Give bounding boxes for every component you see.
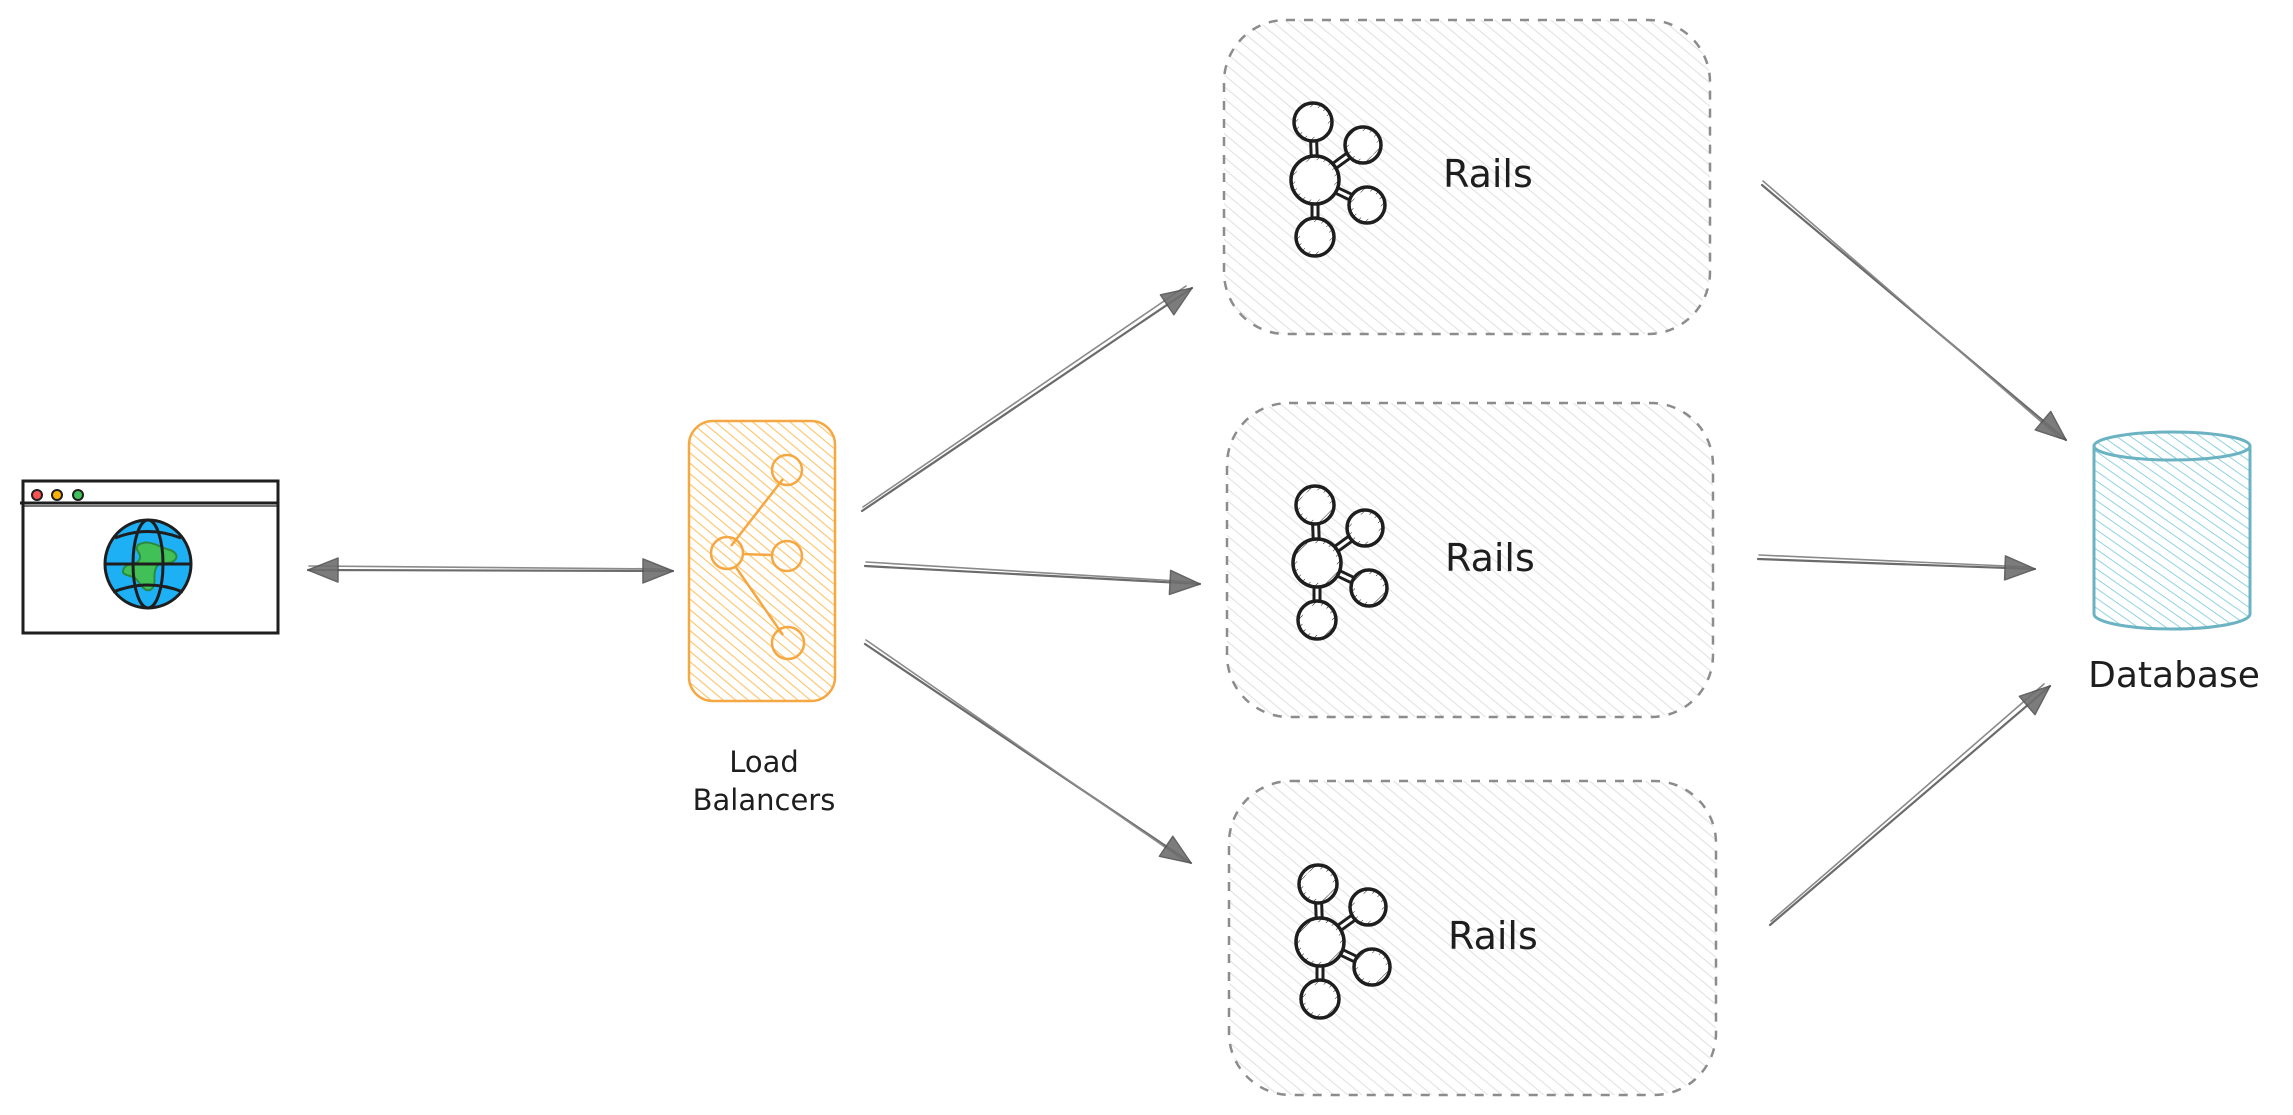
share-nodes-icon [709,453,806,661]
rails-box-frame [1227,779,1718,1097]
load-balancer: Load Balancers [687,419,837,817]
connectors [306,180,2068,927]
edge-loadbalancer-rails-2 [863,561,1202,596]
window-minimize-dot [51,489,63,501]
globe-icon [103,518,193,610]
arrowhead-icon [1159,287,1193,316]
edge-rails-2-database [1756,554,2037,581]
edge-loadbalancer-rails-3 [863,639,1193,865]
arrowhead-icon [1168,569,1201,596]
database-cylinder-body [2092,446,2252,631]
cluster-icon [1291,484,1389,641]
edge-rails-1-database [1760,180,2068,442]
edge-rails-3-database [1768,683,2052,927]
rails-label: Rails [1448,914,1538,958]
rails-box-1: Rails [1222,18,1712,336]
arrowhead-icon [2034,410,2067,441]
arrow-shaft [860,286,1194,513]
load-balancer-label-line1: Load [729,745,799,779]
database-cylinder-top [2092,430,2252,462]
rails-box-frame [1222,18,1712,336]
edge-browser-loadbalancer [306,557,675,584]
browser-window [20,479,280,635]
arrow-shaft [1768,684,2052,927]
database-label: Database [2088,655,2260,696]
load-balancer-box [687,419,837,703]
arrow-shaft [863,564,1202,586]
cluster-icon [1294,863,1392,1020]
cluster-icon [1289,101,1387,258]
database: Database [2088,430,2260,696]
arrow-shaft [1756,557,2037,571]
window-close-dot [31,489,43,501]
window-maximize-dot [72,489,84,501]
arrow-shaft [863,642,1193,865]
arrowhead-icon [1158,835,1192,864]
arrowhead-icon [307,557,339,583]
load-balancer-label-line2: Balancers [693,783,836,817]
rails-label: Rails [1443,152,1533,196]
rails-label: Rails [1445,536,1535,580]
arrowhead-icon [2003,555,2036,581]
rails-box-frame [1225,401,1715,719]
edge-loadbalancer-rails-1 [860,285,1194,513]
arrow-shaft [306,568,675,573]
rails-box-2: Rails [1225,401,1715,719]
arrowhead-icon [2018,685,2051,716]
arrowhead-icon [642,558,674,584]
rails-box-3: Rails [1227,779,1718,1097]
